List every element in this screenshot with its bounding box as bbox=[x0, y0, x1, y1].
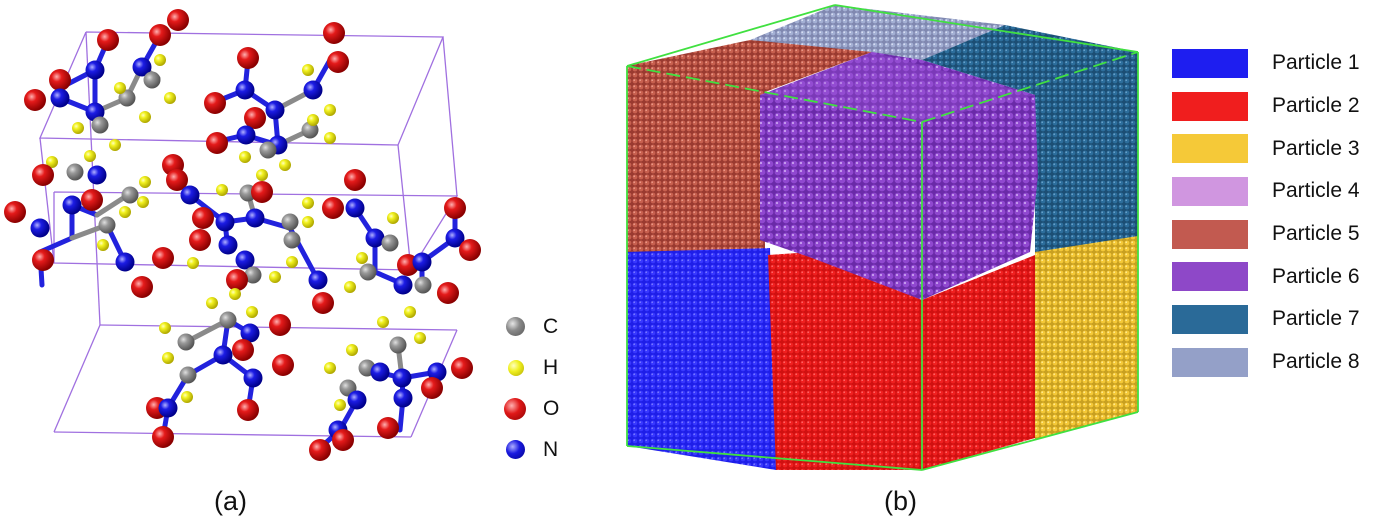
particle-1-swatch bbox=[1172, 48, 1248, 78]
particle-legend-item-1: Particle 1 bbox=[1172, 42, 1360, 85]
atom-label: C bbox=[543, 314, 559, 338]
particle-3-swatch bbox=[1172, 134, 1248, 164]
particle-2-region bbox=[768, 252, 1035, 470]
particle-7-region bbox=[922, 25, 1138, 252]
panel-b-particle-cube: Particle 1 Particle 2 Particle 3 Particl… bbox=[590, 0, 1395, 525]
particle-legend-item-7: Particle 7 bbox=[1172, 298, 1360, 341]
particle-label: Particle 5 bbox=[1272, 222, 1360, 246]
oxygen-sphere-icon bbox=[504, 397, 526, 420]
atom-label: H bbox=[543, 355, 559, 379]
particle-6-region bbox=[760, 52, 1038, 300]
atom-legend-item-c: C bbox=[498, 306, 588, 347]
atom-legend: C H O N bbox=[498, 306, 588, 470]
atoms bbox=[4, 9, 481, 461]
particle-label: Particle 2 bbox=[1272, 94, 1360, 118]
particle-legend-item-4: Particle 4 bbox=[1172, 170, 1360, 213]
particle-8-region bbox=[750, 5, 1005, 60]
panel-b-caption: (b) bbox=[884, 486, 917, 516]
atom-legend-item-h: H bbox=[498, 347, 588, 388]
particle-label: Particle 6 bbox=[1272, 264, 1360, 288]
atom-label: O bbox=[543, 396, 560, 420]
particle-label: Particle 8 bbox=[1272, 350, 1360, 374]
particle-2-swatch bbox=[1172, 91, 1248, 121]
particle-label: Particle 7 bbox=[1272, 307, 1360, 331]
atom-legend-item-o: O bbox=[498, 388, 588, 429]
particle-1-region bbox=[627, 248, 776, 470]
particle-8-swatch bbox=[1172, 347, 1248, 377]
atom-legend-item-n: N bbox=[498, 429, 588, 470]
particle-legend-item-8: Particle 8 bbox=[1172, 341, 1360, 384]
particle-cube-render bbox=[626, 4, 1139, 471]
particle-5-swatch bbox=[1172, 219, 1248, 249]
particle-regions bbox=[627, 5, 1138, 470]
nitrogen-sphere-icon bbox=[506, 440, 525, 459]
particle-legend-item-5: Particle 5 bbox=[1172, 213, 1360, 256]
hydrogen-sphere-icon bbox=[508, 359, 524, 376]
particle-7-swatch bbox=[1172, 304, 1248, 334]
particle-5-region bbox=[627, 40, 872, 252]
simulation-box-edges bbox=[626, 4, 1139, 471]
particle-legend-item-2: Particle 2 bbox=[1172, 85, 1360, 128]
particle-label: Particle 1 bbox=[1272, 51, 1360, 75]
particle-legend-item-3: Particle 3 bbox=[1172, 127, 1360, 170]
panel-a-molecular-structure: C H O N (a) bbox=[0, 0, 590, 525]
carbon-sphere-icon bbox=[506, 317, 525, 336]
particle-4-swatch bbox=[1172, 176, 1248, 206]
particle-label: Particle 4 bbox=[1272, 179, 1360, 203]
particle-label: Particle 3 bbox=[1272, 136, 1360, 160]
atom-label: N bbox=[543, 437, 559, 461]
particle-legend: Particle 1 Particle 2 Particle 3 Particl… bbox=[1172, 42, 1360, 384]
molecule-unit-cell-render bbox=[4, 9, 481, 461]
particle-6-swatch bbox=[1172, 262, 1248, 292]
particle-legend-item-6: Particle 6 bbox=[1172, 255, 1360, 298]
panel-a-caption: (a) bbox=[214, 486, 247, 516]
particle-3-region bbox=[1035, 236, 1138, 440]
